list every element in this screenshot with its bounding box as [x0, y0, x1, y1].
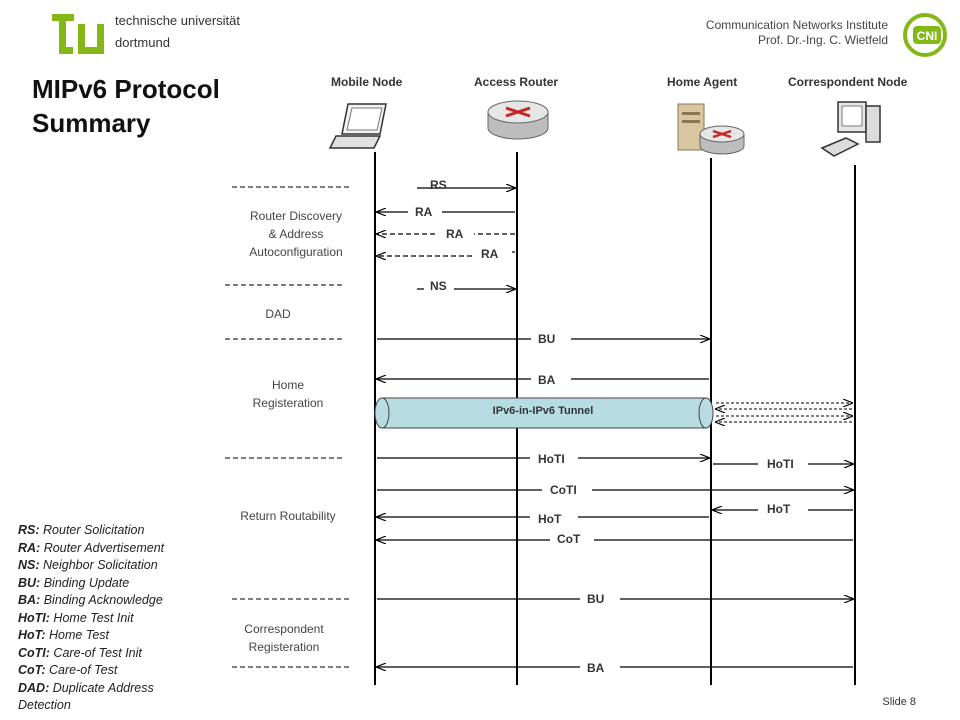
legend-item: NS: Neighbor Solicitation — [18, 558, 158, 572]
label-hoti-1: HoTI — [538, 452, 565, 466]
node-label-correspondent-node: Correspondent Node — [788, 75, 908, 89]
label-hot-2: HoT — [767, 502, 791, 516]
phase-return-routability: Return Routability — [240, 509, 336, 523]
title-line-1: MIPv6 Protocol — [32, 74, 220, 104]
label-rs: RS — [430, 178, 447, 192]
phase-correspondent-registration-line-2: Registeration — [248, 640, 320, 654]
legend-item: CoTI: Care-of Test Init — [18, 645, 142, 660]
professor-name: Prof. Dr.-Ing. C. Wietfeld — [757, 33, 888, 47]
label-ba-1: BA — [538, 373, 556, 387]
phase-home-registration-line-2: Registeration — [252, 396, 324, 410]
university-line-2: dortmund — [115, 35, 170, 50]
label-ra-1: RA — [415, 205, 433, 219]
university-line-1: technische universität — [115, 13, 241, 28]
access-router-icon — [487, 100, 549, 140]
phase-router-discovery-line-2: & Address — [268, 227, 324, 241]
legend-item: CoT: Care-of Test — [18, 663, 118, 677]
legend-item: HoT: Home Test — [18, 628, 110, 642]
legend-item: BA: Binding Acknowledge — [18, 593, 163, 607]
legend-item: RS: Router Solicitation — [18, 523, 145, 537]
label-ra-2: RA — [446, 227, 464, 241]
label-cot: CoT — [557, 532, 581, 546]
legend-item: BU: Binding Update — [18, 575, 130, 590]
cni-logo-icon: CNI — [900, 10, 950, 60]
home-agent-server-icon — [677, 103, 745, 155]
page-title: MIPv6 Protocol Summary — [32, 72, 220, 140]
tunnel-label: IPv6-in-IPv6 Tunnel — [493, 405, 594, 417]
phase-dad: DAD — [265, 307, 291, 321]
phase-router-discovery-line-3: Autoconfiguration — [249, 245, 343, 259]
slide-number: Slide 8 — [882, 696, 916, 708]
phase-separators — [225, 186, 352, 668]
label-bu-2: BU — [587, 592, 604, 606]
node-label-home-agent: Home Agent — [667, 75, 738, 89]
tunnel-extension-arrows — [716, 403, 852, 422]
legend-item: DAD: Duplicate Address Detection — [18, 680, 154, 713]
label-ba-2: BA — [587, 661, 605, 675]
desktop-computer-icon — [820, 101, 881, 157]
university-name: technische universität dortmund — [115, 10, 240, 54]
institute-info: Communication Networks Institute Prof. D… — [706, 18, 888, 48]
phase-correspondent-registration-line-1: Correspondent — [244, 622, 324, 636]
label-ns: NS — [430, 279, 447, 293]
title-line-2: Summary — [32, 108, 151, 138]
node-label-access-router: Access Router — [474, 75, 559, 89]
node-label-mobile-node: Mobile Node — [331, 75, 403, 89]
cni-logo-text: CNI — [917, 29, 938, 43]
institute-name: Communication Networks Institute — [705, 18, 888, 32]
laptop-icon — [328, 103, 387, 149]
tu-logo-icon — [52, 14, 104, 54]
phase-correspondent-registration: Correspondent Registeration — [228, 620, 340, 656]
label-bu-1: BU — [538, 332, 555, 346]
ipv6-tunnel: IPv6-in-IPv6 Tunnel — [374, 397, 714, 429]
phase-home-registration: Home Registeration — [232, 376, 344, 412]
label-ra-3: RA — [481, 247, 499, 261]
phase-home-registration-line-1: Home — [271, 378, 304, 392]
legend-item: RA: Router Advertisement — [18, 540, 165, 555]
phase-router-discovery: Router Discovery & Address Autoconfigura… — [228, 207, 364, 261]
label-hot-1: HoT — [538, 512, 562, 526]
label-coti: CoTI — [550, 483, 577, 497]
legend-item: HoTI: Home Test Init — [18, 610, 134, 625]
abbreviation-legend: RS: Router Solicitation RA: Router Adver… — [18, 522, 203, 715]
phase-router-discovery-line-1: Router Discovery — [249, 209, 343, 223]
label-hoti-2: HoTI — [767, 457, 794, 471]
